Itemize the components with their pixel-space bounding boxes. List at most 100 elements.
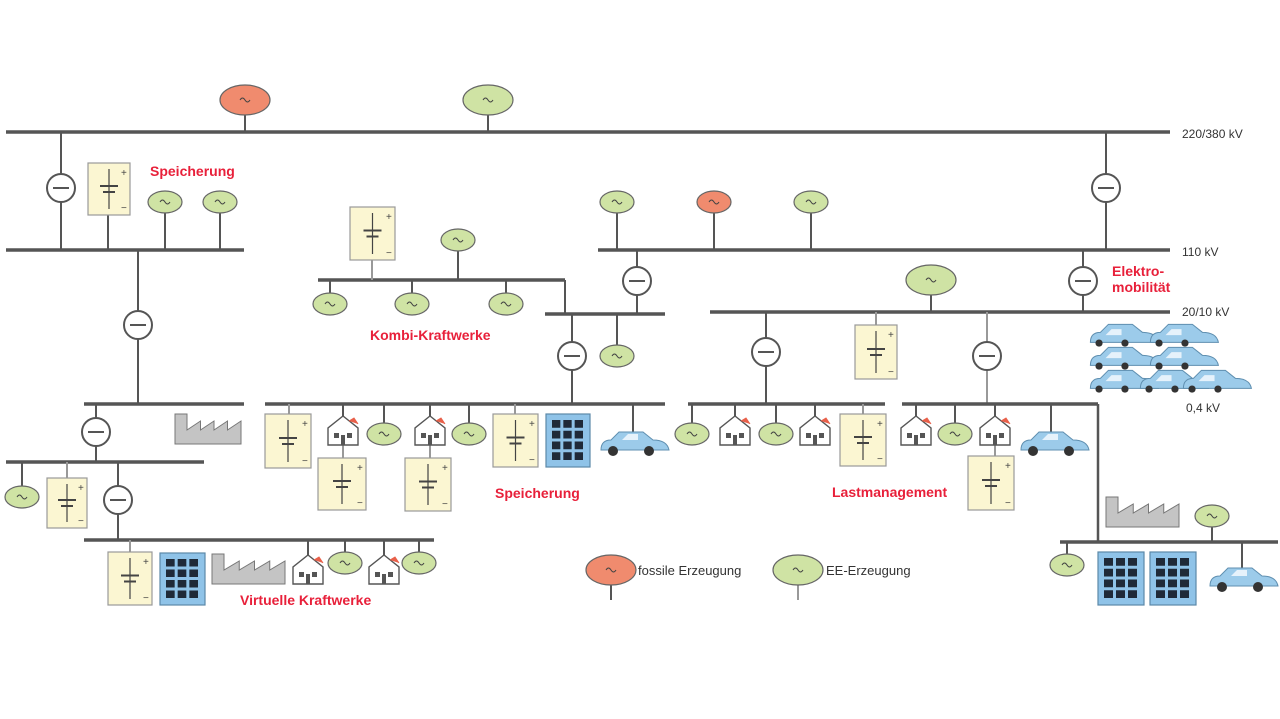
office-building-icon — [1097, 551, 1145, 606]
svg-text:+: + — [78, 483, 84, 494]
renewable-generator-icon — [366, 422, 402, 446]
house-icon — [368, 554, 400, 585]
house-icon — [979, 415, 1011, 446]
svg-text:+: + — [888, 330, 894, 341]
transformer-icon — [1091, 173, 1121, 203]
voltage-label-110kv: 110 kV — [1182, 245, 1218, 259]
svg-text:−: − — [442, 499, 448, 510]
battery-storage-icon: +− — [492, 413, 539, 468]
transformer-icon — [557, 341, 587, 371]
factory-icon — [1105, 496, 1180, 528]
svg-text:−: − — [143, 593, 149, 604]
electric-car-icon — [1149, 323, 1220, 347]
label-lastmanagement: Lastmanagement — [832, 484, 947, 500]
legend-ee-label: EE-Erzeugung — [826, 563, 911, 578]
battery-storage-icon: +− — [839, 413, 887, 467]
svg-text:−: − — [302, 456, 308, 467]
transformer-icon — [751, 337, 781, 367]
electric-car-icon — [1209, 567, 1279, 592]
renewable-generator-icon — [4, 485, 40, 509]
battery-storage-icon: +− — [349, 206, 396, 261]
voltage-label-04kv: 0,4 kV — [1186, 401, 1220, 415]
svg-text:+: + — [357, 463, 363, 474]
label-elektro-line1: Elektro- — [1112, 263, 1164, 279]
electric-car-icon — [1089, 323, 1160, 347]
factory-icon — [211, 553, 286, 585]
electric-car-icon — [600, 431, 670, 456]
renewable-generator-icon — [937, 422, 973, 446]
label-speicherung-mid: Speicherung — [495, 485, 580, 501]
house-icon — [799, 415, 831, 446]
renewable-generator-icon — [440, 228, 476, 252]
electric-car-icon — [1089, 346, 1160, 370]
svg-text:+: + — [302, 419, 308, 430]
voltage-label-20kv: 20/10 kV — [1182, 305, 1229, 319]
svg-text:−: − — [78, 516, 84, 527]
svg-text:−: − — [386, 248, 392, 259]
transformer-icon — [1068, 266, 1098, 296]
transformer-icon — [103, 485, 133, 515]
renewable-generator-icon — [758, 422, 794, 446]
svg-text:+: + — [121, 168, 127, 179]
svg-text:+: + — [143, 557, 149, 568]
battery-storage-icon: +− — [967, 455, 1015, 511]
renewable-generator-icon — [451, 422, 487, 446]
svg-text:−: − — [877, 454, 883, 465]
label-elektromobilitaet: Elektro- mobilität — [1112, 263, 1171, 295]
label-elektro-line2: mobilität — [1112, 279, 1171, 295]
renewable-generator-icon — [147, 190, 183, 214]
renewable-generator-icon — [599, 344, 635, 368]
renewable-generator-icon — [394, 292, 430, 316]
label-virtuelle-kraftwerke: Virtuelle Kraftwerke — [240, 592, 371, 608]
renewable-generator-icon — [772, 554, 824, 586]
svg-text:+: + — [442, 463, 448, 474]
renewable-generator-icon — [905, 264, 957, 296]
renewable-generator-icon — [674, 422, 710, 446]
renewable-generator-icon — [312, 292, 348, 316]
svg-text:−: − — [1005, 498, 1011, 509]
svg-text:+: + — [386, 212, 392, 223]
transformer-icon — [81, 417, 111, 447]
renewable-generator-icon — [202, 190, 238, 214]
house-icon — [414, 415, 446, 446]
renewable-generator-icon — [599, 190, 635, 214]
house-icon — [900, 415, 932, 446]
fossil-generator-icon — [585, 554, 637, 586]
grid-components: +−+−+−+−+−+−+−+−+−+−+− — [4, 84, 1279, 606]
house-icon — [327, 415, 359, 446]
svg-text:+: + — [529, 419, 535, 430]
electric-car-icon — [1149, 346, 1220, 370]
label-kombi-kraftwerke: Kombi-Kraftwerke — [370, 327, 491, 343]
transformer-icon — [622, 266, 652, 296]
battery-storage-icon: +− — [87, 162, 131, 216]
factory-icon — [174, 413, 242, 445]
fossil-generator-icon — [219, 84, 271, 116]
house-icon — [719, 415, 751, 446]
electric-car-icon — [1020, 431, 1090, 456]
label-speicherung-top: Speicherung — [150, 163, 235, 179]
svg-text:+: + — [1005, 461, 1011, 472]
transformer-icon — [123, 310, 153, 340]
renewable-generator-icon — [327, 551, 363, 575]
battery-storage-icon: +− — [404, 457, 452, 512]
svg-text:−: − — [357, 498, 363, 509]
fossil-generator-icon — [696, 190, 732, 214]
renewable-generator-icon — [1194, 504, 1230, 528]
office-building-icon — [159, 552, 206, 606]
house-icon — [292, 554, 324, 585]
transformer-icon — [46, 173, 76, 203]
legend-fossile-label: fossile Erzeugung — [638, 563, 741, 578]
voltage-label-380kv: 220/380 kV — [1182, 127, 1243, 141]
renewable-generator-icon — [462, 84, 514, 116]
svg-text:−: − — [121, 203, 127, 214]
renewable-generator-icon — [488, 292, 524, 316]
battery-storage-icon: +− — [107, 551, 153, 606]
battery-storage-icon: +− — [854, 324, 898, 380]
renewable-generator-icon — [401, 551, 437, 575]
renewable-generator-icon — [793, 190, 829, 214]
svg-text:−: − — [888, 367, 894, 378]
battery-storage-icon: +− — [46, 477, 88, 529]
battery-storage-icon: +− — [264, 413, 312, 469]
svg-text:+: + — [877, 419, 883, 430]
